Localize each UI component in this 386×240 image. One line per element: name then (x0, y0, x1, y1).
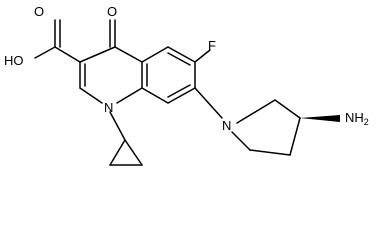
bond-ch-ch2b (289, 117, 301, 156)
bond-acid-ring (54, 46, 81, 63)
ring-nitrogen-label: N (104, 100, 113, 115)
bond-c5-c6 (167, 46, 196, 63)
bond-c7-c8-inner (167, 84, 191, 98)
bond-c4a-c4 (114, 46, 143, 63)
bond-c8-c8a (141, 87, 169, 104)
bond-n1-c8a (116, 87, 143, 104)
bond-n1-cyclopropyl (109, 111, 126, 141)
bond-c6-f (194, 49, 211, 63)
amino-subscript: 2 (364, 117, 369, 127)
bond-c2-n1 (79, 87, 103, 104)
bond-ch2a-ch (274, 99, 301, 119)
bond-c7-n (194, 87, 223, 119)
bond-cp-a (109, 139, 126, 166)
bond-n-ch2a (236, 99, 276, 124)
wedge-bond-amino (300, 115, 340, 122)
bond-c4-c3 (79, 46, 116, 63)
amino-nh: NH (345, 110, 364, 125)
bond-c5-c6-inner (167, 52, 191, 66)
bond-lines (34, 19, 301, 166)
fluorine-label: F (208, 38, 216, 53)
bond-ch2c-n (231, 131, 251, 151)
bond-c7-c8 (167, 87, 196, 104)
acid-oxygen-label: O (34, 4, 44, 19)
hydroxyl-label: HO (4, 53, 24, 68)
atom-labels: HO O O F N N NH2 (4, 4, 369, 133)
bond-cp-c (124, 139, 143, 166)
pyrrolidine-nitrogen-label: N (222, 118, 231, 133)
bond-ho-c (34, 46, 56, 59)
structure-diagram: HO O O F N N NH2 (4, 4, 369, 166)
bond-ch2b-ch2c (249, 149, 291, 156)
molecule-canvas: HO O O F N N NH2 (4, 4, 369, 166)
carbonyl-oxygen-label: O (107, 4, 117, 19)
amino-label: NH2 (345, 110, 369, 127)
bond-c4a-c5 (141, 46, 169, 63)
